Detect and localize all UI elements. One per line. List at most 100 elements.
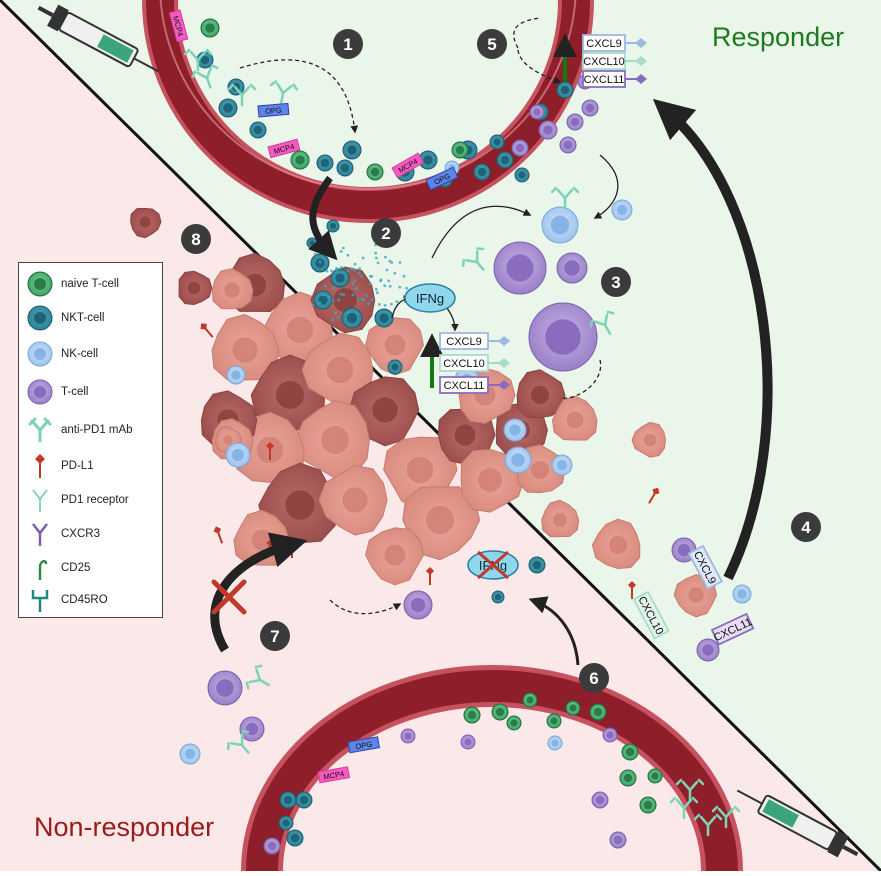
antibody-icon — [245, 664, 270, 690]
ifng-dot — [360, 274, 363, 278]
ifng-dot — [335, 267, 338, 270]
pd-l1-icon — [200, 323, 214, 338]
legend-label: NK-cell — [61, 348, 99, 360]
ifng-dot — [311, 303, 315, 307]
ifng-dot — [330, 269, 333, 273]
step-number: 8 — [191, 230, 200, 249]
legend-item: CD25 — [25, 553, 90, 583]
chemokine-cxcl11-box: CXCL11 — [582, 70, 647, 88]
blocked-arrow — [210, 532, 308, 653]
naive-t-cell — [366, 163, 384, 181]
blocked-x-icon — [211, 579, 247, 615]
ifng-dot — [376, 291, 379, 295]
ifng-dot — [369, 275, 372, 278]
nkt-cell — [473, 163, 491, 181]
cxcr3-icon — [32, 523, 48, 546]
nkt-cell — [306, 237, 318, 249]
nkt-cell — [374, 308, 394, 328]
ifng-dot — [353, 262, 357, 266]
legend-item: T-cell — [25, 377, 88, 407]
t-cell — [529, 104, 545, 120]
nk-cell — [547, 735, 563, 751]
ifng-dot — [346, 253, 350, 257]
ifng-dot — [331, 318, 335, 322]
svg-text:OPG: OPG — [355, 739, 373, 751]
svg-text:CXCL10: CXCL10 — [583, 56, 625, 68]
ifng-dot — [339, 266, 343, 269]
svg-text:CXCL10: CXCL10 — [443, 358, 485, 370]
ifng-dot — [365, 294, 368, 297]
t-cell — [538, 120, 558, 140]
t-cell — [511, 139, 529, 157]
tumor-cell — [365, 317, 425, 376]
ifng-dot — [383, 303, 387, 307]
step-number: 4 — [801, 518, 811, 537]
ifng-dot — [339, 292, 343, 296]
ifng-dot — [361, 256, 365, 260]
naive-t-cell — [639, 796, 657, 814]
killing-arrow — [561, 359, 602, 399]
step-1-badge: 1 — [333, 29, 363, 59]
ifng-dot — [318, 260, 322, 264]
legend-label: naive T-cell — [61, 278, 119, 290]
antibody-icon — [589, 310, 615, 335]
antibody-icon — [28, 417, 52, 443]
nkt-cell — [528, 556, 546, 574]
ifng-dot — [337, 298, 341, 302]
ifng-dot — [318, 301, 322, 305]
tumor-cell — [130, 207, 162, 239]
legend-label: CXCR3 — [61, 528, 100, 540]
nkt-cell — [295, 791, 313, 809]
ifng-bubble-blocked: IFNg — [467, 550, 519, 580]
nk-cell — [503, 418, 527, 442]
ifng-dot — [351, 293, 355, 297]
tumor-cell — [211, 313, 280, 381]
nkt-cell — [489, 134, 505, 150]
legend-label: CD25 — [61, 562, 91, 574]
nk-cell-icon — [27, 341, 53, 367]
cd45ro-icon — [31, 590, 49, 612]
ifng-dot — [342, 246, 345, 250]
vessel-to-tcell-arrow — [593, 154, 619, 219]
step-number: 2 — [381, 224, 390, 243]
nkt-cell — [313, 290, 333, 310]
nk-cell — [226, 365, 246, 385]
ifng-dot — [325, 269, 329, 273]
legend-item: CXCR3 — [25, 519, 100, 549]
svg-text:CXCL9: CXCL9 — [586, 38, 621, 50]
ifng-dot — [342, 293, 346, 297]
vessel-protein-tag: MCP4 — [317, 766, 351, 784]
flow-arrows — [210, 17, 773, 666]
nkt-cell — [286, 829, 304, 847]
pd-l1-icon — [426, 567, 434, 585]
ifng-dot — [398, 261, 402, 264]
ifng-dot — [390, 261, 394, 264]
syringe-icon — [736, 789, 859, 858]
naive-t-cell — [506, 715, 522, 731]
step-number: 7 — [270, 627, 279, 646]
ifng-dot — [313, 252, 317, 256]
tumor-cell — [591, 518, 641, 570]
vessel-protein-tag: OPG — [347, 736, 381, 754]
ifng-dot — [331, 299, 335, 302]
antibody-icon — [183, 48, 213, 72]
ifng-dot — [378, 303, 381, 306]
naive-t-cell — [589, 703, 607, 721]
ifng-dot — [336, 315, 340, 319]
legend-label: T-cell — [61, 386, 89, 398]
tumor-cell — [541, 499, 580, 538]
ifng-dot — [371, 298, 374, 301]
legend-item: PD-L1 — [25, 451, 94, 481]
ifng-dot — [353, 279, 356, 282]
t-cell — [263, 837, 281, 855]
naive-t-cell — [200, 18, 220, 38]
antibody-icon — [227, 83, 257, 107]
chemokine-cxcl11-box: CXCL11 — [439, 376, 510, 394]
naive-t-cell — [565, 700, 581, 716]
ifng-dot — [383, 284, 387, 288]
pd1-receptor-icon — [32, 489, 48, 512]
ifng-dot — [367, 302, 371, 306]
nkt-cell — [387, 359, 403, 375]
ifng-dot — [376, 261, 380, 265]
